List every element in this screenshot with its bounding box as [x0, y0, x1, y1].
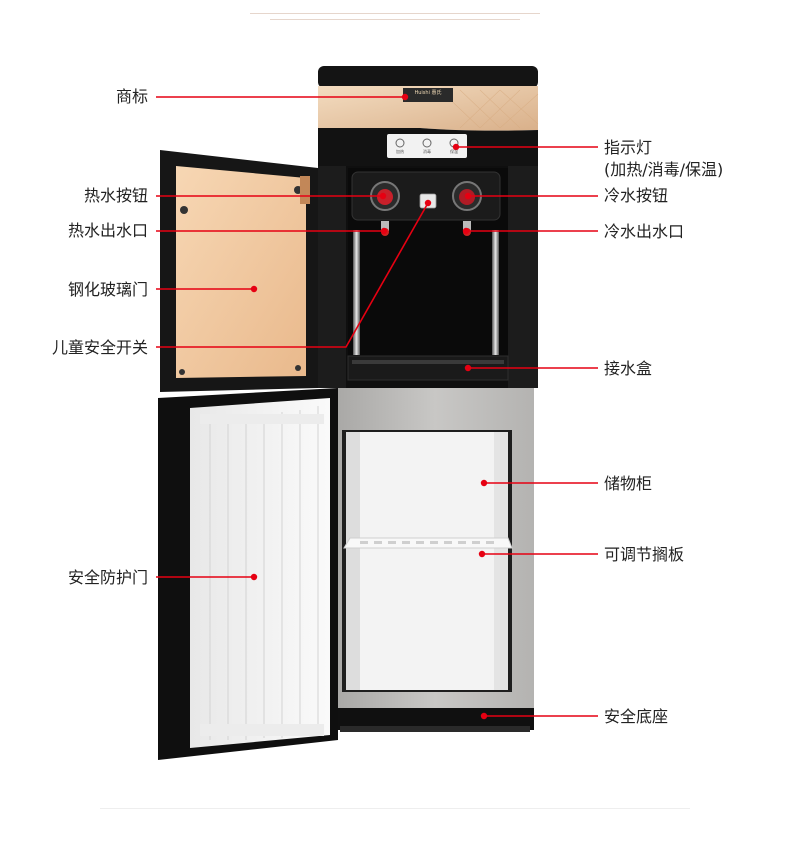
label-safety-door: 安全防护门 [67, 568, 148, 587]
callout-dot-glass-door [250, 285, 258, 293]
callout-dot-safety-door [250, 573, 258, 581]
callout-dot-cabinet [480, 479, 488, 487]
callout-dot-brand [401, 93, 409, 101]
label-cold-water-button: 冷水按钮 [604, 186, 669, 205]
safety-door-graphic [158, 388, 338, 760]
label-brand: 商标 [115, 87, 148, 106]
label-safety-base: 安全底座 [604, 707, 669, 726]
callout-dot-shelf [478, 550, 486, 558]
label-drip-tray: 接水盒 [604, 359, 653, 378]
indicator-panel [387, 134, 467, 158]
label-adjustable-shelf: 可调节搁板 [604, 545, 685, 564]
logo-plate [403, 88, 453, 102]
panel-label-keep-warm: 保温 [450, 149, 458, 154]
label-indicator-light: 指示灯 [604, 138, 653, 157]
label-cold-water-outlet: 冷水出水口 [604, 222, 685, 241]
label-hot-water-button: 热水按钮 [83, 186, 148, 205]
label-hot-water-outlet: 热水出水口 [67, 221, 148, 240]
callout-dot-cold-button [464, 192, 472, 200]
callout-layer [156, 93, 598, 720]
callout-dot-indicator [452, 143, 460, 151]
callout-dot-hot-outlet [380, 227, 388, 235]
callout-dot-base [480, 712, 488, 720]
label-child-safety-switch: 儿童安全开关 [51, 338, 148, 357]
callout-dot-hot-button [379, 192, 387, 200]
top-fineprint [250, 13, 540, 20]
label-storage-cabinet: 储物柜 [604, 474, 653, 493]
panel-label-sterilize: 消毒 [423, 149, 431, 154]
upper-body [318, 66, 539, 388]
logo-text: Huishi 惠氏 [414, 90, 442, 96]
glass-door-graphic [160, 150, 318, 392]
label-indicator-modes: (加热/消毒/保温) [604, 160, 724, 179]
top-cap [318, 66, 538, 88]
callout-line-child-lock [156, 202, 429, 348]
callout-dot-cold-outlet [462, 227, 470, 235]
callout-dot-drip-tray [464, 364, 472, 372]
cabinet-graphic [336, 388, 534, 732]
panel-label-heat: 加热 [396, 149, 404, 154]
floor-line [100, 808, 690, 809]
callout-dot-child-lock [424, 199, 432, 207]
label-tempered-glass-door: 钢化玻璃门 [67, 280, 148, 299]
